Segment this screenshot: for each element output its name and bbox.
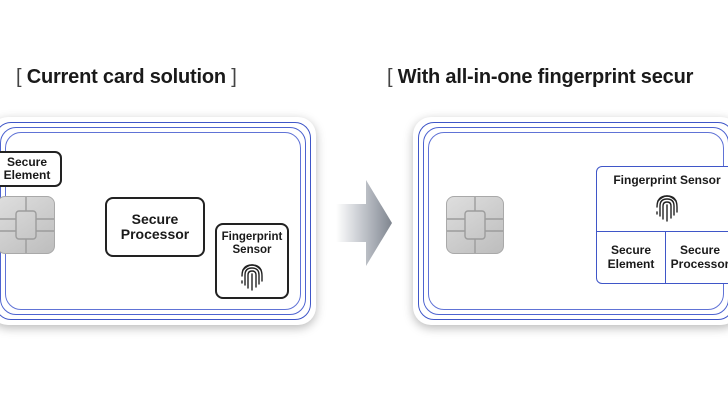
secure-element-label: Secure Element: [3, 154, 51, 182]
divider: [665, 231, 666, 283]
secure-element-box: Secure Element: [0, 151, 62, 187]
bracket-open: [: [387, 66, 393, 88]
all-in-one-module: Fingerprint Sensor Secure Element Secure…: [596, 166, 728, 284]
fingerprint-icon: [656, 195, 678, 222]
left-heading-text: Current card solution: [26, 66, 226, 88]
secure-processor-label: Secure Processor: [120, 210, 190, 242]
right-heading: [ With all-in-one fingerprint secur: [387, 66, 693, 89]
arrow-right-icon: [336, 180, 392, 266]
secure-element-section: Secure Element: [597, 233, 665, 283]
fingerprint-sensor-label: Fingerprint Sensor: [221, 231, 283, 256]
chip-icon: [0, 196, 55, 254]
card-ring: [418, 122, 728, 320]
divider: [597, 231, 728, 232]
left-heading: [ Current card solution ]: [16, 66, 237, 89]
fingerprint-sensor-section: Fingerprint Sensor: [597, 167, 728, 231]
right-heading-text: With all-in-one fingerprint secur: [397, 66, 694, 88]
bracket-open: [: [16, 66, 22, 88]
card-ring: [423, 127, 728, 315]
bracket-close: ]: [231, 66, 237, 88]
fingerprint-icon: [241, 264, 263, 291]
chip-icon: [446, 196, 504, 254]
secure-processor-label: Secure Processor: [670, 243, 728, 271]
secure-processor-box: Secure Processor: [105, 197, 205, 257]
fingerprint-sensor-label: Fingerprint Sensor: [613, 173, 721, 187]
secure-processor-section: Secure Processor: [666, 233, 728, 283]
card-ring: [0, 122, 311, 320]
fingerprint-sensor-box: Fingerprint Sensor: [215, 223, 289, 299]
secure-element-label: Secure Element: [607, 243, 655, 271]
